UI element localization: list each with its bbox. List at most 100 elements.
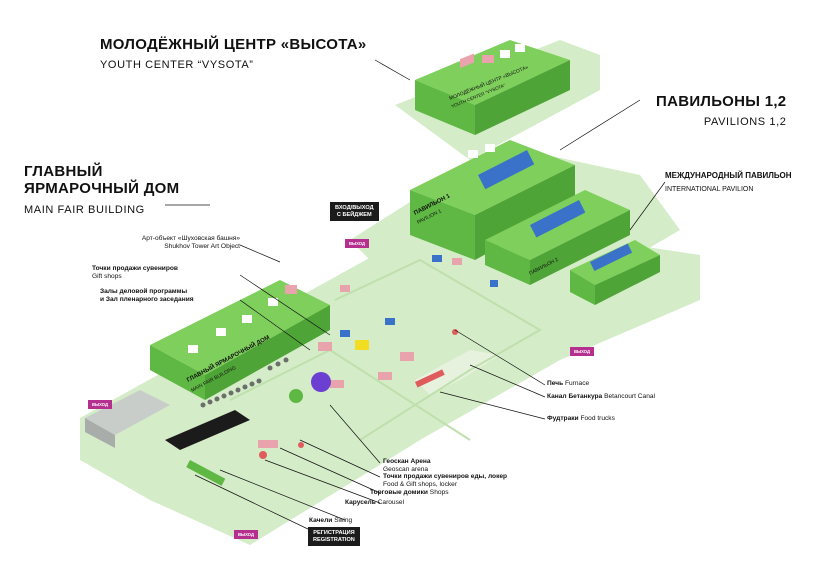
callout-gift: Точки продажи сувениров Gift shops [92, 265, 178, 280]
callout-carousel: Карусель Carousel [345, 499, 404, 507]
round-item [259, 451, 267, 459]
youth-roof [415, 40, 570, 105]
main-room-1 [188, 345, 198, 353]
callout-foodtrucks-ru: Фудтраки [547, 415, 579, 422]
intl-roof [570, 240, 660, 285]
callout-business: Залы деловой программы и Зал пленарного … [100, 288, 194, 303]
callout-foodtrucks: Фудтраки Food trucks [547, 415, 615, 423]
shop-pink-1 [318, 342, 332, 351]
callout-shops-en: Shops [429, 489, 449, 496]
round-item-3 [452, 329, 458, 335]
callout-shops: Торговые домики Shops [370, 489, 449, 497]
registration-ru: РЕГИСТРАЦИЯ [313, 530, 355, 536]
callout-furnace-en: Furnace [564, 380, 590, 387]
exit-tag-3: ВЫХОД [570, 347, 594, 356]
callout-gift-ru: Точки продажи сувениров [92, 265, 178, 272]
shop-pink-5 [452, 258, 462, 265]
pavilion2-hall [530, 200, 586, 238]
entrance-line-2: С БЕЙДЖЕМ [336, 211, 372, 218]
round-item-2 [298, 442, 304, 448]
intl-wall-r [595, 255, 660, 305]
registration-block [165, 410, 250, 450]
main-wall-right [205, 305, 330, 400]
pavilions-title-ru: ПАВИЛЬОНЫ 1,2 [656, 93, 787, 110]
pavilions-title-en: PAVILIONS 1,2 [703, 116, 787, 129]
entrance-badge-tag: ВХОД/ВЫХОД С БЕЙДЖЕМ [330, 202, 379, 222]
callout-geoscan-ru: Геоскан Арена [383, 458, 431, 465]
shop-pink-3 [378, 372, 392, 380]
callout-shops-ru: Торговые домики [370, 489, 428, 496]
youth-wall-right [475, 60, 570, 135]
pavilion1-room-b [485, 144, 495, 152]
pavilions-title: ПАВИЛЬОНЫ 1,2 PAVILIONS 1,2 [656, 93, 786, 129]
entrance-line-1: ВХОД/ВЫХОД [335, 205, 374, 211]
main-title: ГЛАВНЫЙ ЯРМАРОЧНЫЙ ДОМ MAIN FAIR BUILDIN… [24, 163, 179, 216]
callout-shukhov-en: Shukhov Tower Art Object [164, 242, 240, 250]
callout-gift-en: Gift shops [92, 272, 122, 280]
callout-canal: Канал Бетанкура Betancourt Canal [547, 393, 655, 401]
intl-wall [570, 270, 595, 305]
swing [186, 460, 226, 486]
shop-blue-4 [490, 280, 498, 287]
main-title-ru-2: ЯРМАРОЧНЫЙ ДОМ [24, 180, 180, 198]
youth-room-3 [515, 44, 525, 52]
intl-title-ru: МЕЖДУНАРОДНЫЙ ПАВИЛЬОН [665, 171, 792, 180]
main-room-4 [268, 298, 278, 306]
pavilion1-room-a [468, 150, 478, 158]
pavilion1-hall [478, 150, 535, 190]
pavilion3-roof [85, 390, 170, 435]
callout-swing-ru: Качели [309, 517, 333, 524]
exit-tag-2: ВЫХОД [88, 400, 112, 409]
main-room-2 [216, 328, 226, 336]
youth-title-ru: МОЛОДЁЖНЫЙ ЦЕНТР «ВЫСОТА» [100, 36, 367, 53]
trees [200, 357, 289, 408]
main-room-3 [242, 315, 252, 323]
callout-foodtrucks-en: Food trucks [580, 415, 615, 422]
callout-carousel-en: Carousel [377, 499, 405, 506]
intl-title: МЕЖДУНАРОДНЫЙ ПАВИЛЬОН INTERNATIONAL PAV… [665, 171, 792, 194]
main-title-ru-1: ГЛАВНЫЙ [24, 163, 103, 180]
canal [415, 350, 500, 395]
callout-foodgift-ru: Точки продажи сувениров еды, локер [383, 473, 508, 480]
youth-room-1 [460, 53, 474, 69]
leader-lines [165, 59, 666, 531]
youth-title: МОЛОДЁЖНЫЙ ЦЕНТР «ВЫСОТА» YOUTH CENTER “… [100, 36, 367, 72]
callout-canal-ru: Канал Бетанкура [547, 393, 603, 400]
food-trucks [414, 369, 445, 388]
exit-tag-1: ВЫХОД [345, 239, 369, 248]
registration-en: REGISTRATION [313, 536, 355, 543]
callout-furnace-ru: Печь [547, 380, 564, 387]
pavilion2-wall-left [485, 240, 530, 285]
geoscan-arena [311, 372, 331, 392]
shop-pink-6 [340, 285, 350, 292]
pavilion2-wall-right [530, 210, 630, 285]
locker [258, 440, 278, 448]
callout-business-ru: Залы деловой программы [100, 288, 188, 295]
main-room-5 [285, 285, 297, 294]
shop-blue-3 [432, 255, 442, 262]
callout-swing-en: Swing [334, 517, 353, 524]
exit-tag-4: ВЫХОД [234, 530, 258, 539]
youth-room-2 [500, 50, 510, 58]
road-line [334, 258, 542, 441]
callout-foodgift-en: Food & Gift shops, locker [383, 480, 458, 488]
youth-room-4 [482, 55, 494, 63]
pavilion1-wall-left [410, 190, 475, 260]
shop-yellow [355, 340, 369, 350]
registration-tag: РЕГИСТРАЦИЯ REGISTRATION [308, 527, 360, 547]
intl-hall [590, 243, 633, 271]
pavilion3-wall [85, 418, 115, 448]
callout-geoscan-en: Geoscan arena [383, 465, 429, 473]
shop-blue-1 [340, 330, 350, 337]
shop-pink-4 [330, 380, 344, 388]
callout-canal-en: Betancourt Canal [604, 393, 656, 400]
callout-shukhov: Арт-объект «Шуховская башня» Shukhov Tow… [105, 235, 240, 250]
carousel [289, 389, 303, 403]
youth-title-en: YOUTH CENTER “VYSOTA” [100, 59, 254, 72]
main-wall-left [150, 345, 205, 400]
intl-title-en: INTERNATIONAL PAVILION [665, 186, 754, 194]
callout-swing: Качели Swing [309, 517, 352, 525]
callout-carousel-ru: Карусель [345, 499, 376, 506]
youth-wall-left [415, 80, 475, 135]
